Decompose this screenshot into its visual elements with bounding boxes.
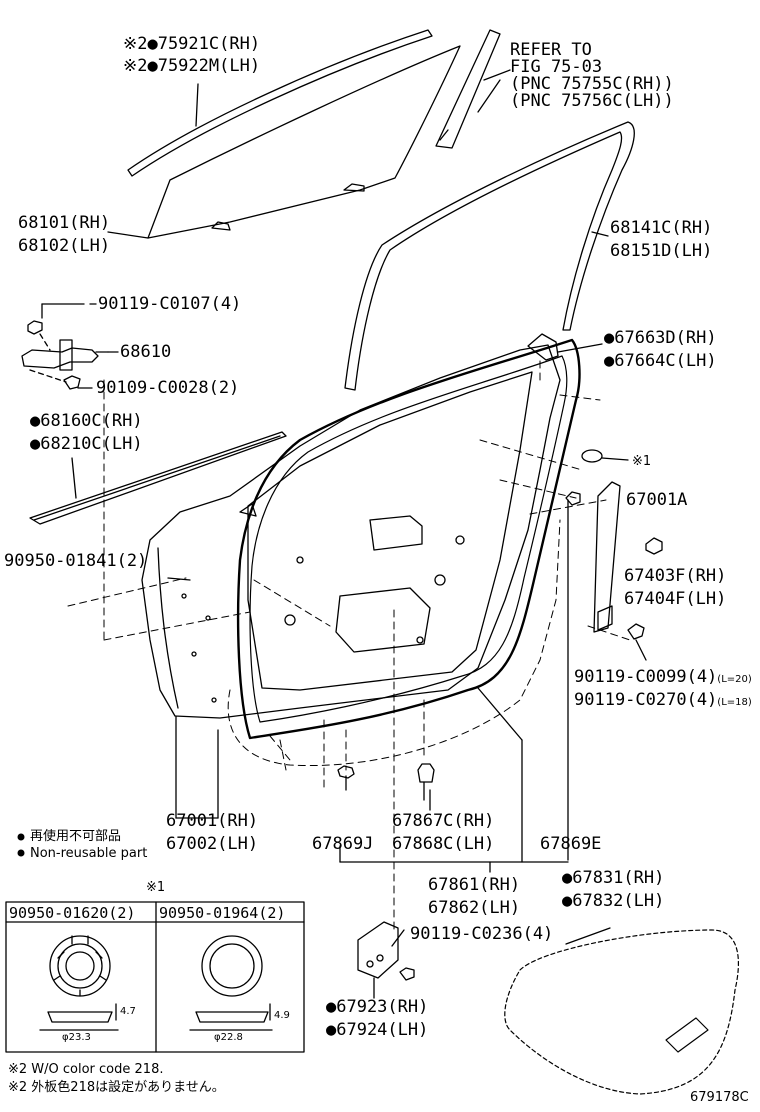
label-seal-rh: 67861(RH) xyxy=(428,875,521,895)
door-panel xyxy=(141,344,561,719)
label-refer-line1: REFER TO xyxy=(510,40,592,60)
box-right-height: 4.9 xyxy=(274,1010,290,1021)
legend-markers xyxy=(17,833,25,857)
box-left-title: 90950-01620(2) xyxy=(9,904,136,922)
label-bolt-c0270-length: (L=18) xyxy=(717,697,752,708)
label-frame-lh: 67404F(LH) xyxy=(624,589,727,609)
hinge-assembly xyxy=(21,303,109,390)
label-hinge: 68610 xyxy=(120,342,172,362)
label-glass-lh: 68102(LH) xyxy=(18,236,111,256)
label-67001a: 67001A xyxy=(626,490,688,510)
label-frame-rh: 67403F(RH) xyxy=(624,566,727,586)
label-bracket-lh: ●67924(LH) xyxy=(326,1020,429,1040)
label-bolt-c0028: 90109-C0028(2) xyxy=(96,378,240,398)
label-sheet-lh: ●67832(LH) xyxy=(562,891,665,911)
glass-run-channel xyxy=(344,121,635,391)
clip-detail-boxes xyxy=(5,901,305,1053)
label-cover-lh: ●67664C(LH) xyxy=(604,351,717,371)
label-refer-line3: (PNC 75755C(RH)) xyxy=(510,74,674,94)
footnote-japanese: ※2 外板色218は設定がありません。 xyxy=(8,1080,225,1095)
footnote-english: ※2 W/O color code 218. xyxy=(8,1062,164,1077)
door-glass xyxy=(107,45,461,239)
frame-garnish xyxy=(593,481,647,661)
hinge-bracket xyxy=(357,921,399,999)
label-glass-run-rh: ※2●75921C(RH) xyxy=(123,34,261,54)
legend-non-reusable-jp: 再使用不可部品 xyxy=(30,829,122,844)
label-bolt-c0236: 90119-C0236(4) xyxy=(410,924,554,944)
label-bolt-c0270: 90119-C0270(4)(L=18) xyxy=(574,690,752,710)
label-clip-67867c: 67867C(RH) xyxy=(392,811,495,831)
label-bolt-c0107: 90119-C0107(4) xyxy=(98,294,242,314)
label-sheet-rh: ●67831(RH) xyxy=(562,868,665,888)
label-run-rh: 68141C(RH) xyxy=(610,218,713,238)
label-box-ref: ※1 xyxy=(146,880,166,895)
label-refer-line2: FIG 75-03 xyxy=(510,57,603,77)
label-bolt-c0099: 90119-C0099(4)(L=20) xyxy=(574,667,752,687)
plug-and-clips xyxy=(565,449,663,861)
leader-lines xyxy=(175,687,611,947)
label-panel-rh: 67001(RH) xyxy=(166,811,259,831)
label-leaders xyxy=(89,69,511,581)
pillar-garnish xyxy=(435,29,501,149)
dashed-guides xyxy=(67,357,631,931)
service-hole-cover xyxy=(504,929,740,1095)
label-bolt-c0099-length: (L=20) xyxy=(717,674,752,685)
label-run-lh: 68151D(LH) xyxy=(610,241,713,261)
label-glass-run-lh: ※2●75922M(LH) xyxy=(123,56,261,76)
figure-code: 679178C xyxy=(690,1090,749,1105)
label-plug-01841: 90950-01841(2) xyxy=(4,551,148,571)
label-clip-67868c: 67868C(LH) xyxy=(392,834,495,854)
glass-run-strip xyxy=(127,29,433,177)
door-weatherstrip xyxy=(236,338,581,740)
belt-weatherstrip xyxy=(29,431,287,525)
label-glass-rh: 68101(RH) xyxy=(18,213,111,233)
box-left-height: 4.7 xyxy=(120,1006,136,1017)
label-clip-67869e: 67869E xyxy=(540,834,602,854)
label-note-ref1: ※1 xyxy=(632,454,652,469)
label-panel-lh: 67002(LH) xyxy=(166,834,259,854)
label-weather-lh: ●68210C(LH) xyxy=(30,434,143,454)
box-left-diameter: φ23.3 xyxy=(62,1032,91,1043)
label-cover-rh: ●67663D(RH) xyxy=(604,328,717,348)
label-weather-rh: ●68160C(RH) xyxy=(30,411,143,431)
label-refer-line4: (PNC 75756C(LH)) xyxy=(510,91,674,111)
box-right-diameter: φ22.8 xyxy=(214,1032,243,1043)
label-clip-67869j: 67869J xyxy=(312,834,374,854)
bottom-fasteners xyxy=(337,763,435,981)
label-seal-lh: 67862(LH) xyxy=(428,898,521,918)
box-right-title: 90950-01964(2) xyxy=(159,904,286,922)
legend-non-reusable-en: Non-reusable part xyxy=(30,846,148,861)
corner-cover xyxy=(527,333,603,361)
label-bracket-rh: ●67923(RH) xyxy=(326,997,429,1017)
